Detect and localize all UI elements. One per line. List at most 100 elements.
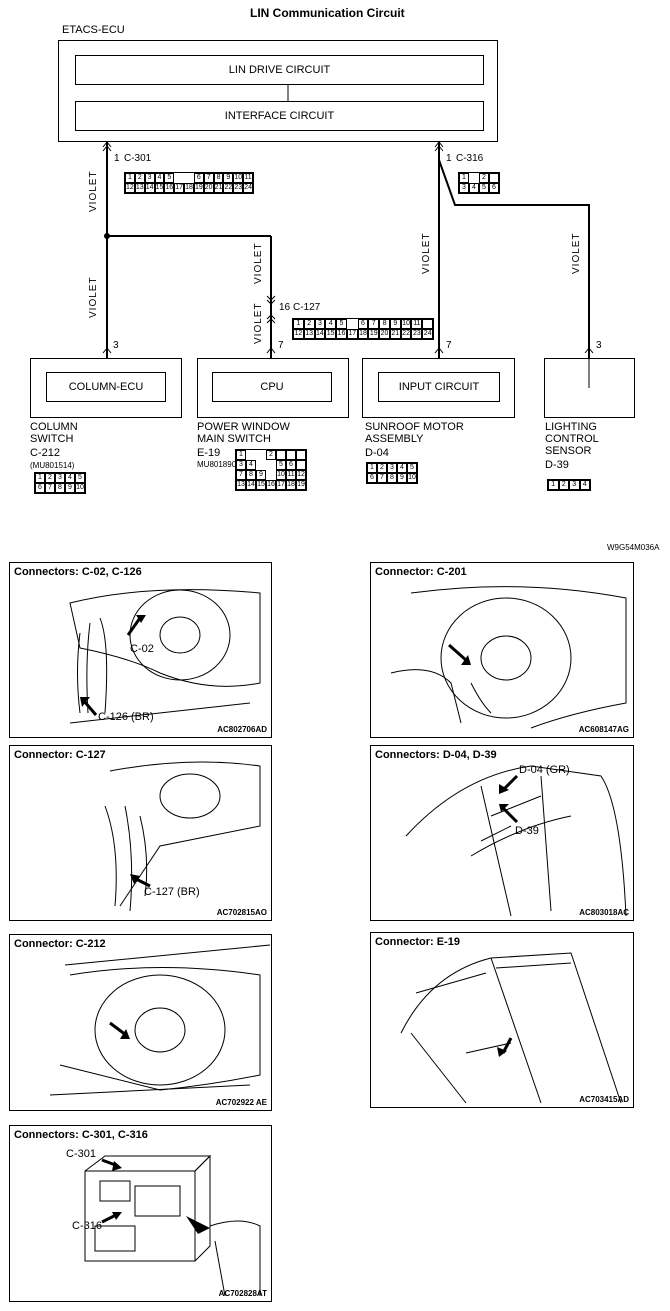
connector-pin: 10 <box>75 483 85 493</box>
connector-pin <box>266 470 276 480</box>
connector-pin: 3 <box>387 463 397 473</box>
panel-c02-c126: Connectors: C-02, C-126 C-02 C-126 (BR) … <box>9 562 272 738</box>
panel-d04-d39: Connectors: D-04, D-39 D-04 (GR) D-39 AC… <box>370 745 634 921</box>
wire-color-label-1: VIOLET <box>88 170 99 212</box>
connector-pin: 6 <box>489 183 499 193</box>
c127-name: C-127 <box>293 302 321 313</box>
connector-pin <box>422 319 433 329</box>
column-ecu-label: COLUMN-ECU <box>68 381 144 393</box>
callout-d04: D-04 (GR) <box>519 764 570 776</box>
connector-pin: 6 <box>367 473 377 483</box>
panel-code: AC608147AG <box>578 725 629 734</box>
roof-drawing <box>405 765 627 917</box>
caption-sunroof-1: SUNROOF MOTOR <box>365 421 464 433</box>
connector-pin: 15 <box>256 480 266 490</box>
panel-code: AC803018AC <box>579 908 629 917</box>
connector-pin: 6 <box>286 460 296 470</box>
wiring-lines <box>102 85 594 388</box>
connector-pin: 17 <box>276 480 286 490</box>
steering-drawing <box>390 586 627 729</box>
connector-pin: 7 <box>368 319 380 329</box>
connector-pin: 5 <box>276 460 286 470</box>
connector-pin: 9 <box>256 470 266 480</box>
panel-c212: Connector: C-212 AC702922 AE <box>9 934 272 1111</box>
door-drawing <box>400 952 622 1104</box>
connector-pin: 7 <box>377 473 387 483</box>
connector-pin: 4 <box>65 473 75 483</box>
device-pin-lighting: 3 <box>596 340 602 351</box>
caption-sunroof-3: D-04 <box>365 447 389 459</box>
wire-color-label-6: VIOLET <box>571 232 582 274</box>
panel-e19: Connector: E-19 AC703415AD <box>370 932 634 1108</box>
column-part-number: (MU801514) <box>30 461 75 470</box>
panel-code: AC702828AT <box>218 1289 267 1298</box>
figure-code: W9G54M036A <box>607 543 660 552</box>
connector-pin <box>256 450 266 460</box>
connector-pin: 6 <box>357 319 369 329</box>
caption-column-1: COLUMN <box>30 421 78 433</box>
callout-c301: C-301 <box>66 1148 96 1160</box>
wire-color-label-5: VIOLET <box>421 232 432 274</box>
connector-pin: 1 <box>35 473 45 483</box>
connector-pin: 14 <box>246 480 256 490</box>
connector-pin: 13 <box>134 183 145 193</box>
connector-pin: 4 <box>469 183 479 193</box>
connector-pin: 3 <box>55 473 65 483</box>
panel-code: AC703415AD <box>579 1095 629 1104</box>
connector-pin: 4 <box>579 480 590 490</box>
callout-d39: D-39 <box>515 825 539 837</box>
panel-title: Connectors: D-04, D-39 <box>375 749 497 761</box>
connector-pin: 1 <box>293 319 304 329</box>
caption-column-3: C-212 <box>30 447 60 459</box>
connector-pin: 1 <box>236 450 246 460</box>
connector-pin: 5 <box>164 173 175 183</box>
panel-c301-c316: Connectors: C-301, C-316 C-301 C-316 AC7… <box>9 1125 272 1302</box>
pw-part-number: MU801890 <box>197 460 237 469</box>
lighting-sensor-box <box>544 358 635 418</box>
lin-drive-circuit: LIN DRIVE CIRCUIT <box>75 55 484 85</box>
panel-title: Connector: E-19 <box>375 936 460 948</box>
connector-pin <box>276 450 286 460</box>
wire-color-label-2: VIOLET <box>88 276 99 318</box>
connector-pin: 20 <box>203 183 214 193</box>
caption-sunroof-2: ASSEMBLY <box>365 433 424 445</box>
connector-pin: 4 <box>154 173 165 183</box>
connector-pin: 5 <box>336 319 347 329</box>
connector-pin: 5 <box>75 473 85 483</box>
c127-pin: 16 <box>279 302 291 313</box>
connector-pin: 5 <box>479 183 489 193</box>
connector-pin: 4 <box>397 463 407 473</box>
connector-pin <box>246 450 256 460</box>
etacs-ecu-label: ETACS-ECU <box>62 24 125 36</box>
callout-c02: C-02 <box>130 643 154 655</box>
connector-pin: 19 <box>368 329 380 339</box>
connector-pin: 11 <box>243 173 253 183</box>
connector-pin <box>469 173 479 183</box>
connector-pin <box>174 173 184 183</box>
connector-pin: 18 <box>286 480 296 490</box>
connector-pin: 7 <box>203 173 214 183</box>
connector-pin: 8 <box>246 470 256 480</box>
caption-lighting-3: SENSOR <box>545 445 592 457</box>
connector-pin: 12 <box>125 183 135 193</box>
connector-pin: 16 <box>266 480 276 490</box>
interface-label: INTERFACE CIRCUIT <box>224 110 335 122</box>
connector-pin: 18 <box>357 329 369 339</box>
connector-pin: 5 <box>407 463 417 473</box>
input-circuit-label: INPUT CIRCUIT <box>398 381 480 393</box>
connector-pin: 3 <box>314 319 326 329</box>
wire-color-label-4: VIOLET <box>253 302 264 344</box>
cpu-label: CPU <box>260 381 284 393</box>
device-pin-column: 3 <box>113 340 119 351</box>
connector-pin: 11 <box>411 319 423 329</box>
connector-pin <box>256 460 266 470</box>
connector-pin: 1 <box>367 463 377 473</box>
connector-pin: 13 <box>236 480 246 490</box>
connector-pin <box>286 450 296 460</box>
caption-column-2: SWITCH <box>30 433 74 445</box>
connector-pin <box>489 173 499 183</box>
connector-pin: 10 <box>407 473 417 483</box>
callout-c316: C-316 <box>72 1220 102 1232</box>
